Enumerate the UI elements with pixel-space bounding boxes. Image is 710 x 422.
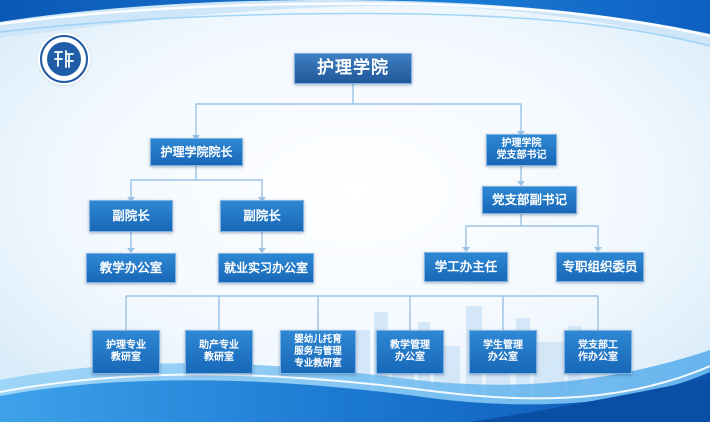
childcare-teaching-room-line1: 婴幼儿托育 [294, 334, 342, 346]
dean-node: 护理学院院长 [150, 138, 243, 166]
teaching-management-office-line1: 教学管理 [390, 339, 430, 351]
org-committee-node: 专职组织委员 [556, 252, 644, 282]
party-branch-office-line2: 作办公室 [578, 352, 618, 363]
midwifery-teaching-room-node: 助产专业 教研室 [185, 330, 253, 374]
teaching-office-node: 教学办公室 [86, 253, 176, 283]
deputy-secretary-label: 党支部副书记 [491, 192, 567, 208]
college-seal-icon [47, 42, 81, 76]
student-management-office-line2: 办公室 [488, 352, 518, 363]
nursing-teaching-room-node: 护理专业 教研室 [92, 330, 160, 374]
teaching-management-office-node: 教学管理 办公室 [376, 330, 444, 374]
vice-dean-left-label: 副院长 [112, 208, 150, 224]
root-label: 护理学院 [317, 57, 389, 78]
employment-office-node: 就业实习办公室 [218, 253, 314, 283]
vice-dean-right-label: 副院长 [243, 208, 281, 224]
student-management-office-line1: 学生管理 [483, 339, 523, 351]
vice-dean-right-node: 副院长 [220, 200, 304, 232]
dean-label: 护理学院院长 [160, 144, 233, 159]
childcare-teaching-room-node: 婴幼儿托育 服务与管理 专业教研室 [280, 330, 356, 374]
party-secretary-label-line1: 护理学院 [501, 137, 542, 149]
childcare-teaching-room-line3: 专业教研室 [294, 357, 342, 369]
teaching-office-label: 教学办公室 [99, 260, 163, 276]
midwifery-teaching-room-line1: 助产专业 [199, 339, 239, 351]
student-affairs-node: 学工办主任 [424, 252, 508, 282]
teaching-management-office-line2: 办公室 [395, 352, 425, 363]
midwifery-teaching-room-line2: 教研室 [204, 352, 234, 363]
root-node: 护理学院 [294, 53, 412, 84]
party-secretary-label-line2: 党支部书记 [496, 150, 547, 161]
party-branch-office-node: 党支部工 作办公室 [564, 330, 632, 374]
college-seal-logo [40, 35, 88, 83]
seal-glyph-icon [54, 50, 74, 68]
org-committee-label: 专职组织委员 [562, 259, 638, 275]
party-secretary-node: 护理学院 党支部书记 [486, 134, 557, 166]
employment-office-label: 就业实习办公室 [223, 260, 308, 275]
student-management-office-node: 学生管理 办公室 [469, 330, 537, 374]
nursing-teaching-room-line1: 护理专业 [106, 339, 146, 351]
student-affairs-label: 学工办主任 [434, 259, 498, 275]
vice-dean-left-node: 副院长 [89, 200, 173, 232]
nursing-teaching-room-line2: 教研室 [111, 352, 141, 363]
party-branch-office-line1: 党支部工 [578, 339, 618, 351]
childcare-teaching-room-line2: 服务与管理 [294, 346, 342, 358]
deputy-secretary-node: 党支部副书记 [482, 186, 577, 214]
